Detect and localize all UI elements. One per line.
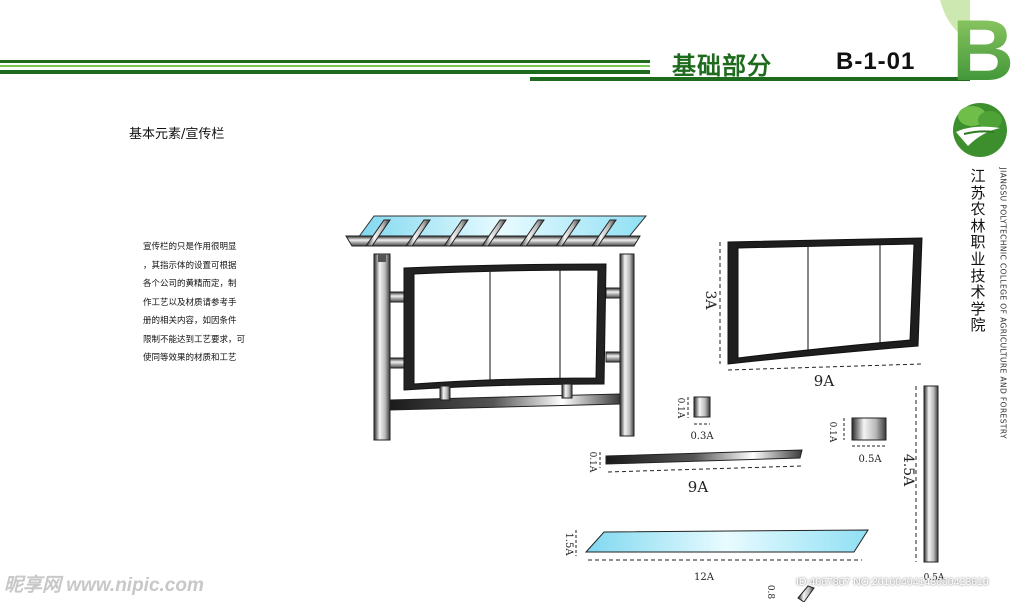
header-stripe-top — [0, 60, 650, 63]
description-line: 使同等效果的材质和工艺 — [143, 353, 237, 363]
dim-bar-height: 0.1A — [587, 452, 597, 473]
dim-post-height: 4.5A — [900, 454, 916, 487]
watermark-left: 昵享网 www.nipic.com — [4, 575, 204, 596]
dim-roof-width: 12A — [694, 572, 715, 583]
dim-block-width: 0.5A — [858, 454, 882, 465]
header-stripe-mid — [0, 65, 650, 67]
college-logo-icon — [953, 103, 1007, 157]
dim-roof-height: 1.5A — [563, 532, 574, 556]
post-detail: 4.5A 0.5A — [900, 385, 945, 583]
block-detail: 0.1A 0.5A — [827, 417, 887, 465]
header-underline — [530, 77, 970, 81]
section-title: 基础部分 — [672, 52, 772, 80]
section-badge: B — [940, 0, 1014, 90]
badge-letter: B — [952, 3, 1014, 90]
description-line: 限制不能达到工艺要求，可 — [143, 334, 246, 345]
page-subtitle: 基本元素/宣传栏 — [129, 127, 225, 142]
dim-bar-width: 9A — [688, 478, 709, 496]
page-code: B-1-01 — [836, 48, 916, 75]
dim-block-height: 0.1A — [827, 422, 837, 443]
panel-detail: 3A 9A — [702, 237, 923, 390]
description-line: 作工艺以及材质请参考手 — [143, 297, 237, 308]
dim-post-width: 0.5A — [924, 573, 945, 583]
description-text: 宣传栏的只是作用很明显 ，其指示体的设置可根据 各个公司的黄精而定，制 作工艺以… — [143, 238, 273, 368]
dim-panel-height: 3A — [702, 290, 718, 310]
description-line: 宣传栏的只是作用很明显 — [143, 242, 237, 252]
bar-detail: 0.1A 9A — [587, 449, 803, 496]
header-stripe-bottom — [0, 70, 650, 74]
description-line: ，其指示体的设置可根据 — [143, 260, 237, 271]
fin-detail: 0.8 — [765, 585, 815, 602]
watermark-right: ID:4067867 NO:20100404143000423610 — [796, 576, 989, 588]
clip-detail: 0.1A 0.3A — [675, 396, 714, 442]
description-line: 各个公司的黄精而定，制 — [143, 279, 237, 289]
dim-fin-label: 0.8 — [765, 585, 775, 600]
roof-detail: 1.5A 12A — [563, 529, 869, 583]
college-name-cn: 江苏农林职业技术学院 — [970, 167, 986, 335]
dim-panel-width: 9A — [814, 372, 835, 390]
billboard-assembly — [345, 215, 648, 441]
description-line: 册的相关内容，如因条件 — [143, 316, 237, 326]
dim-clip-height: 0.1A — [675, 398, 685, 419]
dim-clip-width: 0.3A — [690, 431, 714, 442]
